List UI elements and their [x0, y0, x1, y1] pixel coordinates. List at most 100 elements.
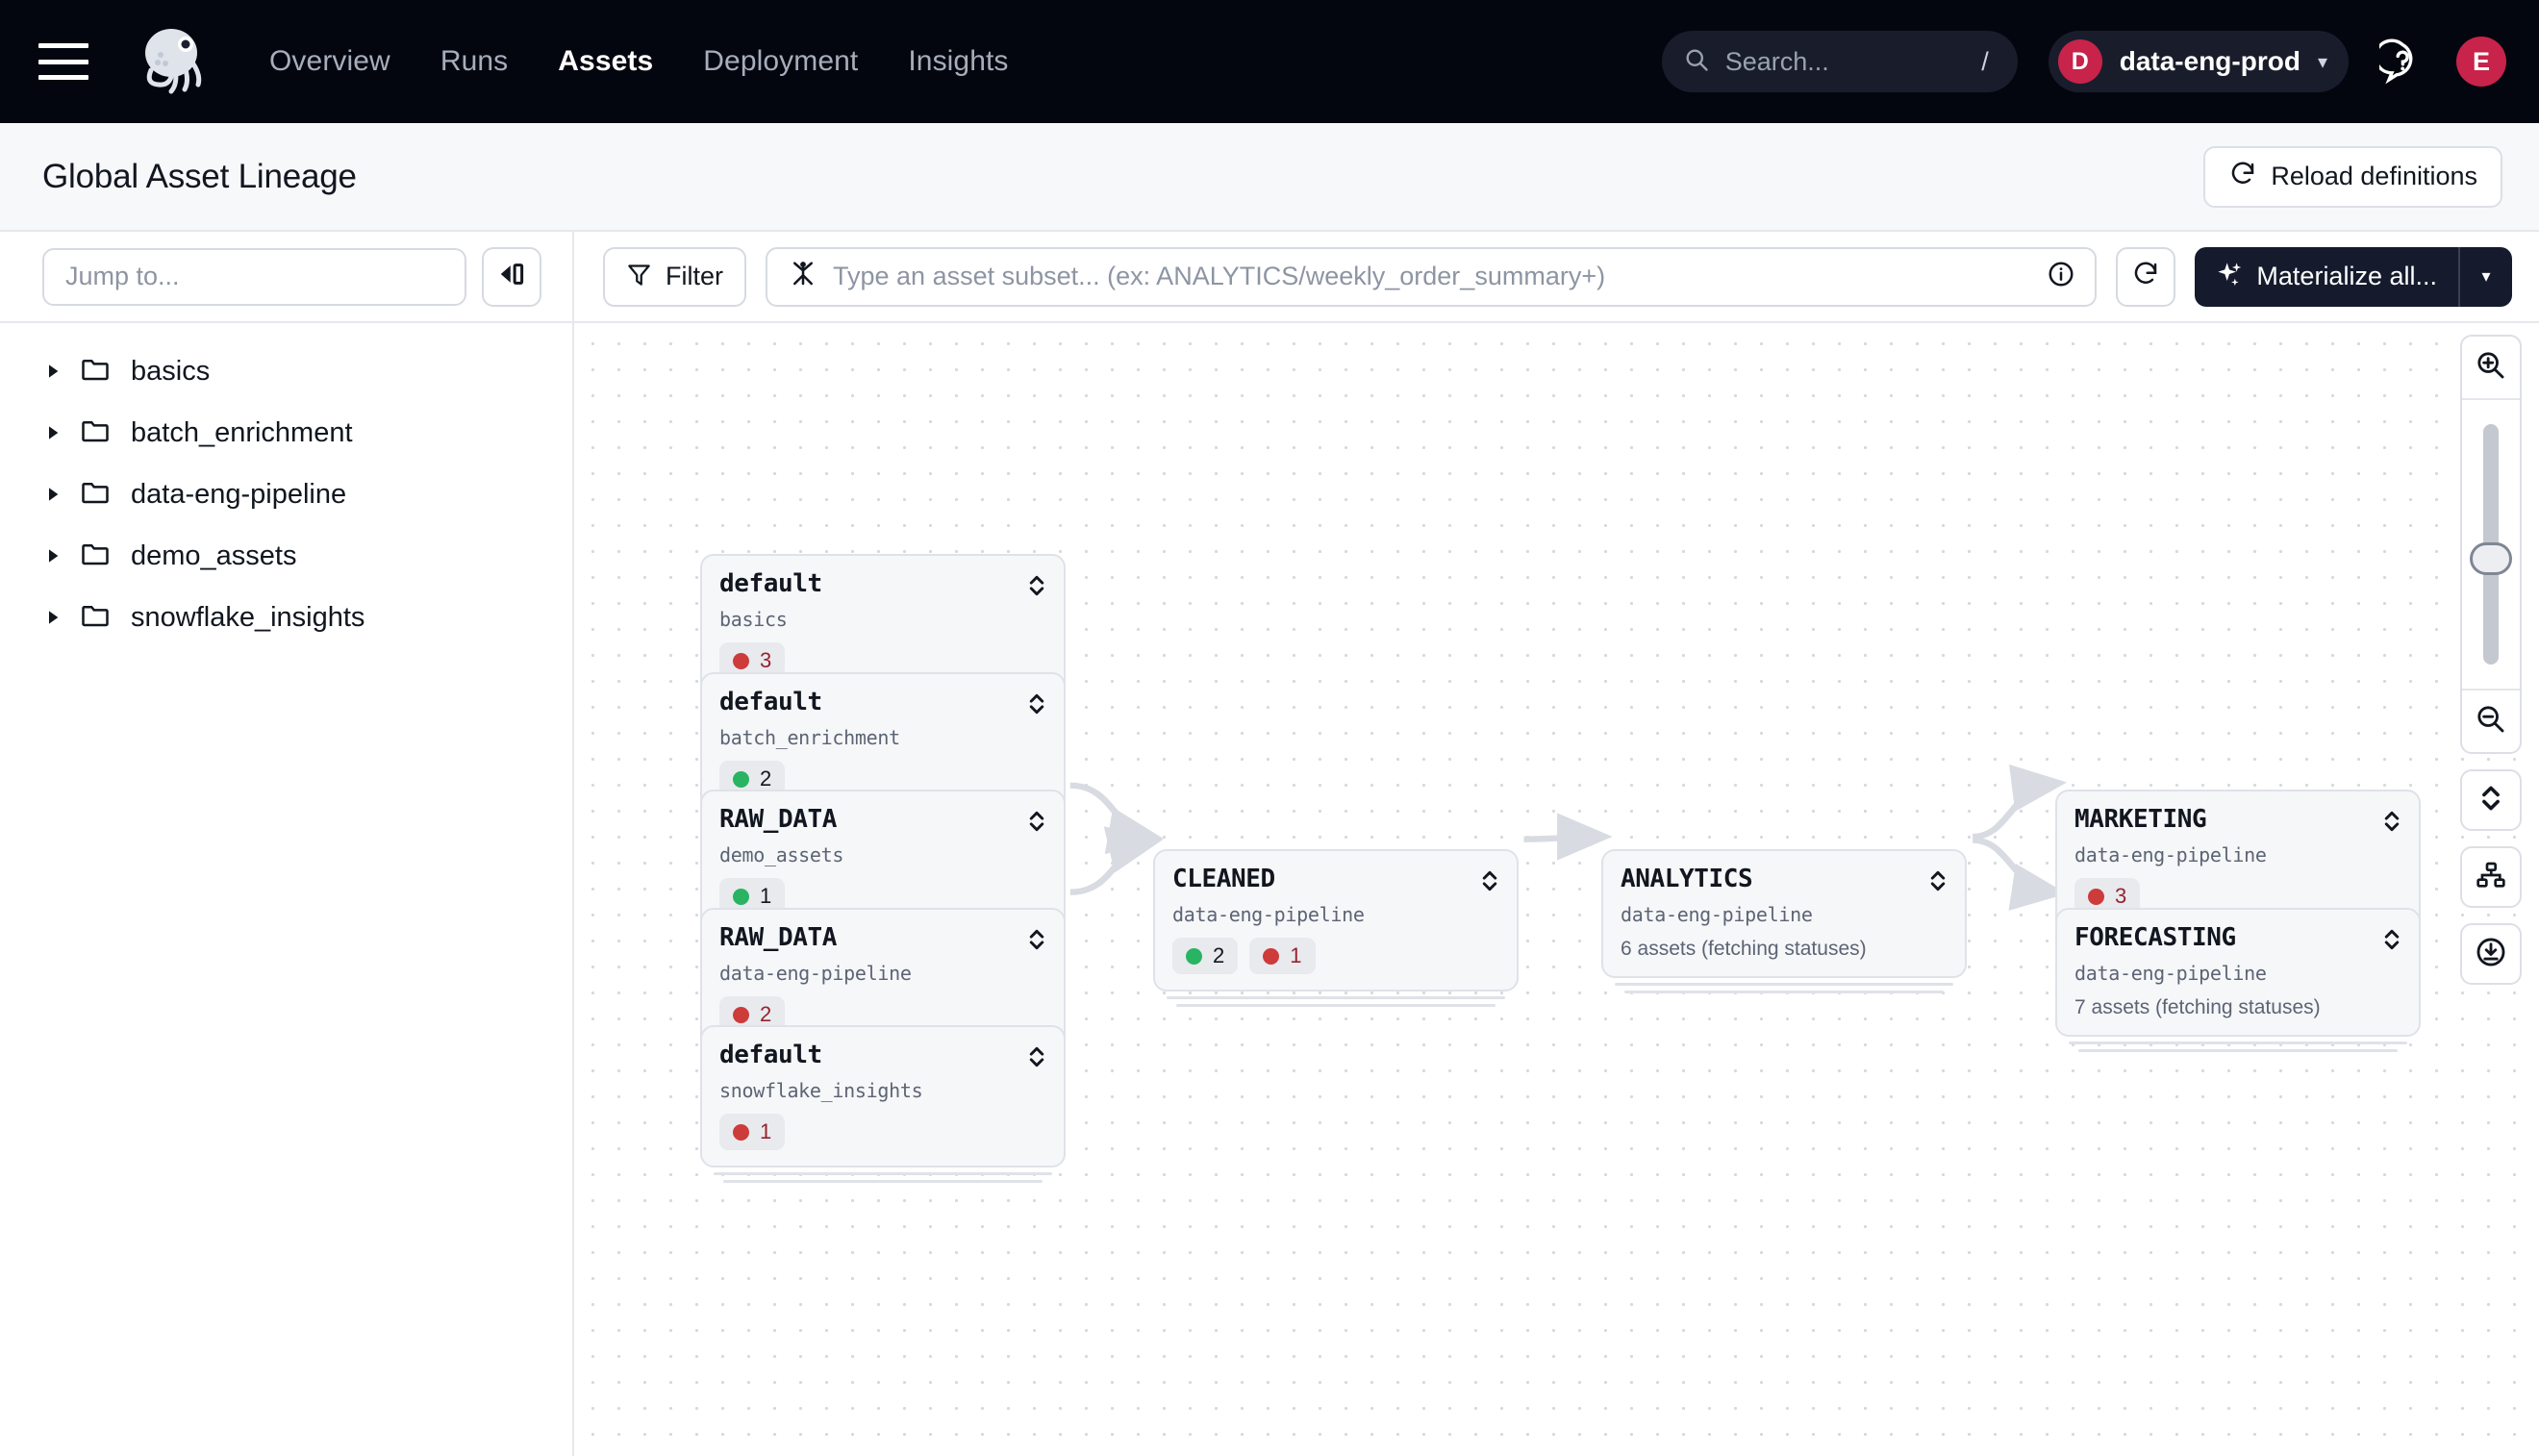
node-header: default: [719, 1041, 1046, 1074]
hierarchy-layout-button[interactable]: [2460, 846, 2522, 908]
node-title: default: [719, 569, 822, 598]
node-subtitle: snowflake_insights: [719, 1079, 923, 1102]
node-title: RAW_DATA: [719, 923, 838, 952]
chevron-down-icon: ▾: [2317, 51, 2327, 73]
info-icon[interactable]: [2047, 260, 2075, 293]
sort-updown-icon[interactable]: [1027, 1041, 1046, 1074]
lineage-canvas[interactable]: default basics 3: [574, 323, 2539, 1456]
folder-icon: [81, 603, 110, 633]
nav-link-insights[interactable]: Insights: [908, 45, 1009, 77]
status-dot-green: [1186, 947, 1202, 965]
sort-updown-icon[interactable]: [2382, 805, 2401, 839]
zoom-slider-stack: [2460, 335, 2522, 754]
sort-updown-icon[interactable]: [1027, 688, 1046, 721]
materialize-all-button[interactable]: Materialize all...: [2195, 247, 2458, 307]
search-shortcut-hint: /: [1981, 46, 1989, 76]
node-badges: 1: [719, 1114, 1046, 1150]
chevron-right-icon[interactable]: [46, 487, 60, 502]
status-badge[interactable]: 2: [1172, 938, 1239, 974]
nav-link-overview[interactable]: Overview: [269, 45, 390, 77]
hamburger-menu-icon[interactable]: [38, 43, 88, 80]
zoom-out-icon: [2475, 703, 2507, 741]
node-status-note: 6 assets (fetching statuses): [1621, 938, 1867, 960]
status-badge[interactable]: 1: [1249, 938, 1316, 974]
asset-subset-input[interactable]: Type an asset subset... (ex: ANALYTICS/w…: [766, 246, 2098, 307]
refresh-icon: [2228, 160, 2257, 193]
sort-updown-icon[interactable]: [1928, 865, 1948, 898]
sidebar-item-label: demo_assets: [131, 540, 297, 571]
zoom-in-button[interactable]: [2462, 337, 2520, 398]
download-graph-button[interactable]: [2460, 923, 2522, 985]
reload-definitions-button[interactable]: Reload definitions: [2203, 145, 2502, 208]
expand-collapse-button[interactable]: [2460, 769, 2522, 831]
page-body: Jump to...: [0, 232, 2539, 1456]
status-count: 1: [760, 1119, 772, 1143]
asset-group-node[interactable]: FORECASTING data-eng-pipeline 7 assets (…: [2055, 908, 2421, 1052]
zoom-slider-thumb[interactable]: [2470, 542, 2512, 575]
chevron-right-icon[interactable]: [46, 425, 60, 440]
zoom-in-icon: [2475, 349, 2507, 387]
node-header: ANALYTICS: [1621, 865, 1948, 898]
node-subtitle: data-eng-pipeline: [719, 962, 912, 985]
node-header: FORECASTING: [2074, 923, 2401, 957]
jump-to-input[interactable]: Jump to...: [42, 247, 466, 306]
divider: [2462, 398, 2520, 400]
nav-link-runs[interactable]: Runs: [440, 45, 509, 77]
sort-updown-icon[interactable]: [1027, 923, 1046, 957]
chevron-right-icon[interactable]: [46, 364, 60, 379]
materialize-options-caret[interactable]: ▾: [2458, 246, 2512, 307]
node-header: MARKETING: [2074, 805, 2401, 839]
jump-to-placeholder: Jump to...: [65, 262, 180, 290]
funnel-icon: [626, 262, 652, 292]
sidebar-item-basics[interactable]: basics: [0, 340, 572, 402]
lineage-toolbar: Filter Type an asset subset... (ex: ANAL…: [574, 232, 2539, 323]
status-badge[interactable]: 1: [719, 1114, 786, 1150]
zoom-slider[interactable]: [2462, 400, 2520, 689]
sidebar-item-demo-assets[interactable]: demo_assets: [0, 525, 572, 587]
chevron-right-icon[interactable]: [46, 610, 60, 625]
sort-updown-icon[interactable]: [2382, 923, 2401, 957]
node-header: default: [719, 569, 1046, 603]
sort-updown-icon[interactable]: [1027, 805, 1046, 839]
user-avatar[interactable]: E: [2456, 37, 2506, 87]
dagster-logo-icon[interactable]: [133, 24, 208, 99]
deployment-avatar: D: [2057, 39, 2102, 84]
sort-updown-icon[interactable]: [1027, 569, 1046, 603]
asset-subset-placeholder: Type an asset subset... (ex: ANALYTICS/w…: [833, 262, 1606, 290]
folder-icon: [81, 480, 110, 510]
global-search-input[interactable]: Search... /: [1661, 31, 2018, 92]
chevron-right-icon[interactable]: [46, 548, 60, 564]
status-count: 3: [760, 648, 772, 672]
sort-updown-icon[interactable]: [1480, 865, 1499, 898]
filter-button[interactable]: Filter: [603, 246, 746, 307]
materialize-all-button-group[interactable]: Materialize all... ▾: [2195, 246, 2512, 307]
node-subtitle: data-eng-pipeline: [2074, 843, 2267, 866]
node-title: RAW_DATA: [719, 805, 838, 834]
status-count: 2: [760, 1002, 772, 1026]
nav-link-assets[interactable]: Assets: [558, 45, 654, 77]
sidebar-item-snowflake-insights[interactable]: snowflake_insights: [0, 587, 572, 648]
refresh-graph-button[interactable]: [2116, 246, 2176, 307]
nav-link-deployment[interactable]: Deployment: [703, 45, 859, 77]
sidebar-item-data-eng-pipeline[interactable]: data-eng-pipeline: [0, 464, 572, 525]
top-navigation-bar: Overview Runs Assets Deployment Insights…: [0, 0, 2539, 123]
node-header: default: [719, 688, 1046, 721]
asset-group-node[interactable]: ANALYTICS data-eng-pipeline 6 assets (fe…: [1601, 849, 1967, 993]
node-subtitle: basics: [719, 608, 788, 631]
zoom-out-button[interactable]: [2462, 690, 2520, 752]
collapse-sidebar-button[interactable]: [482, 246, 541, 307]
collapse-sidebar-icon: [497, 260, 526, 293]
status-count: 2: [760, 766, 772, 791]
asset-group-node[interactable]: CLEANED data-eng-pipeline 2 1: [1153, 849, 1519, 1007]
status-count: 1: [1290, 943, 1302, 967]
node-subtitle: demo_assets: [719, 843, 844, 866]
node-status-note: 7 assets (fetching statuses): [2074, 996, 2321, 1018]
help-circle-icon[interactable]: [2374, 38, 2426, 85]
sidebar-item-batch-enrichment[interactable]: batch_enrichment: [0, 402, 572, 464]
node-header: RAW_DATA: [719, 923, 1046, 957]
asset-group-node[interactable]: default snowflake_insights 1: [700, 1025, 1066, 1183]
asset-group-tree: basics batch_enrichment: [0, 323, 572, 648]
nav-right-cluster: Search... / D data-eng-prod ▾ E: [1661, 31, 2506, 92]
deployment-switcher[interactable]: D data-eng-prod ▾: [2048, 31, 2349, 92]
status-dot-red: [733, 1006, 749, 1023]
